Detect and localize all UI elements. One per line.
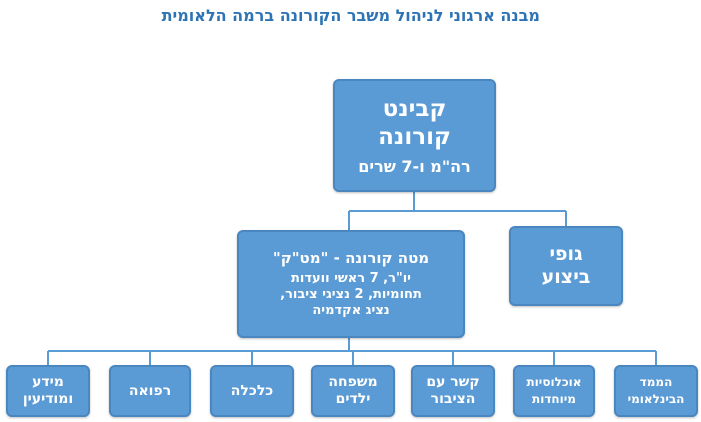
diagram-title: מבנה ארגוני לניהול משבר הקורונה ברמה הלא…	[161, 6, 540, 25]
leaf-medicine: רפואה	[109, 365, 191, 417]
matak-line3: תחומיות, 2 נציגי ציבור,	[280, 287, 422, 302]
cabinet-line3: רה"מ ו-7 שרים	[358, 157, 471, 176]
cabinet-line1: קבינט	[382, 96, 447, 122]
leaf-international: הממד הבינלאומי	[614, 365, 698, 417]
leaf-line2: מיוחדות	[532, 392, 576, 406]
leaf-line1: אוכלוסיות	[526, 375, 582, 389]
matak-line1: מטה קורונה - "מט"ק"	[272, 249, 430, 267]
leaf-line2: ומודיעין	[22, 391, 74, 407]
leaf-line2: הציבור	[430, 391, 476, 407]
leaf-line1: רפואה	[128, 382, 172, 399]
exec-line1: גופי	[549, 243, 583, 265]
matak-line2: יו"ר, 7 ראשי וועדות	[291, 271, 412, 286]
leaf-line2: הבינלאומי	[627, 392, 685, 406]
leaf-line1: קשר עם	[426, 374, 480, 390]
leaf-special-populations: אוכלוסיות מיוחדות	[513, 365, 595, 417]
exec-line2: ביצוע	[541, 266, 591, 288]
leaf-public-relations: קשר עם הציבור	[411, 365, 495, 417]
execution-bodies-box: גופי ביצוע	[509, 226, 623, 306]
leaf-family-children: משפחה ילדים	[311, 365, 395, 417]
leaf-line1: כלכלה	[230, 382, 274, 399]
leaf-line1: הממד	[639, 375, 673, 389]
leaf-line1: משפחה	[328, 374, 378, 390]
cabinet-line2: קורונה	[378, 124, 451, 150]
leaf-line1: מידע	[32, 374, 64, 390]
leaf-economy: כלכלה	[210, 365, 294, 417]
corona-cabinet-box: קבינט קורונה רה"מ ו-7 שרים	[333, 79, 496, 192]
matak-line4: נציג אקדמיה	[312, 303, 390, 318]
corona-hq-box: מטה קורונה - "מט"ק" יו"ר, 7 ראשי וועדות …	[237, 230, 465, 338]
leaf-line2: ילדים	[335, 391, 371, 407]
leaf-intelligence: מידע ומודיעין	[6, 365, 90, 417]
